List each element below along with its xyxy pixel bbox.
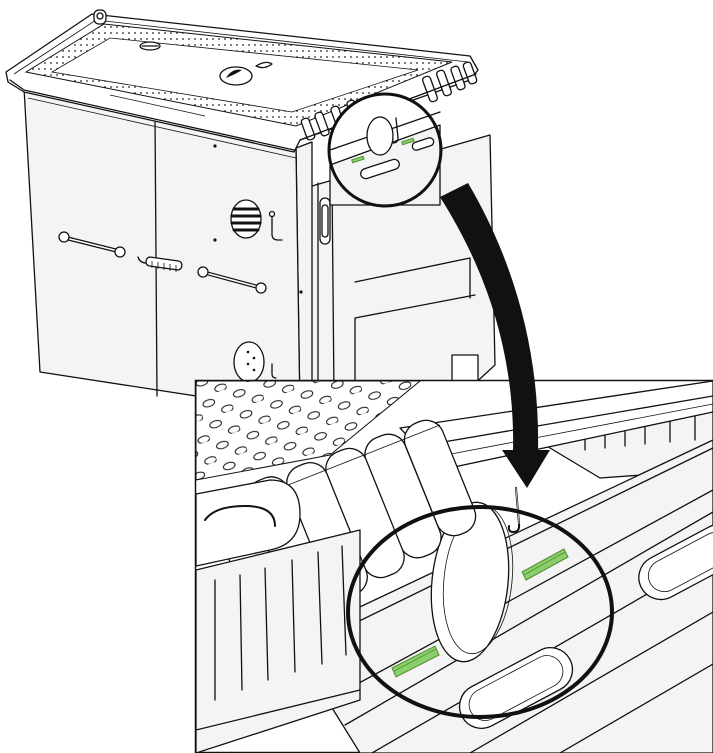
brand-logo [219,61,273,86]
wire-hook [507,487,521,533]
lid-hook [93,9,107,25]
oval-opening [430,501,514,663]
right-rail [197,266,267,294]
round-vent-upper [230,199,262,239]
perforated-lid-surface [196,381,421,481]
curved-arrow-down-icon [440,183,550,488]
detail-inset [194,379,713,753]
highlight-ellipse [346,505,614,719]
right-slot [638,523,713,601]
callout-circle [327,92,443,208]
cable-hook-icon [268,210,283,241]
roller-end-cap [196,479,317,572]
round-vent-lower [233,341,277,383]
lid-emblem-small [139,41,161,51]
left-rail [58,231,126,258]
center-connector [137,256,183,272]
lower-ribs [196,529,361,753]
